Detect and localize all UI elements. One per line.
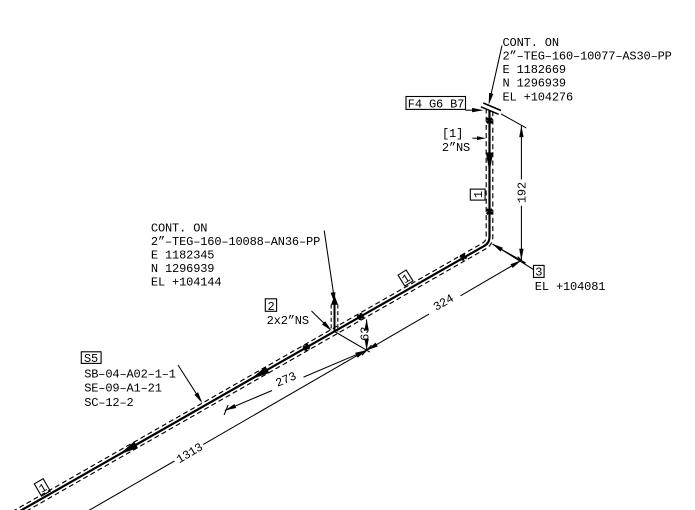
svg-text:EL +104144: EL +104144 [151, 276, 222, 290]
svg-text:SB–04–A02–1–1: SB–04–A02–1–1 [84, 368, 176, 382]
svg-text:192: 192 [516, 182, 530, 203]
svg-text:N 1296939: N 1296939 [503, 77, 566, 91]
svg-text:3: 3 [535, 266, 542, 280]
svg-text:E 1182345: E 1182345 [151, 249, 214, 263]
svg-text:2”NS: 2”NS [442, 141, 470, 155]
svg-text:N 1296939: N 1296939 [151, 262, 214, 276]
svg-text:EL +104276: EL +104276 [503, 90, 574, 104]
svg-text:63: 63 [358, 327, 372, 341]
svg-text:EL +104081: EL +104081 [535, 280, 606, 294]
svg-text:2”–TEG–160–10077–AS30–PP: 2”–TEG–160–10077–AS30–PP [503, 50, 672, 64]
svg-text:[1]: [1] [442, 127, 463, 141]
svg-text:2x2”NS: 2x2”NS [267, 314, 309, 328]
svg-text:S5: S5 [84, 352, 98, 366]
svg-text:CONT. ON: CONT. ON [151, 222, 207, 236]
svg-text:SE–09–A1–21: SE–09–A1–21 [84, 382, 162, 396]
svg-text:CONT. ON: CONT. ON [503, 36, 559, 50]
svg-text:E 1182669: E 1182669 [503, 63, 566, 77]
svg-text:SC–12–2: SC–12–2 [84, 396, 133, 410]
svg-text:2: 2 [268, 300, 275, 314]
svg-text:1: 1 [472, 191, 486, 198]
svg-text:F4 G6 B7: F4 G6 B7 [408, 97, 464, 111]
svg-text:2”–TEG–160–10088–AN36–PP: 2”–TEG–160–10088–AN36–PP [151, 235, 320, 249]
